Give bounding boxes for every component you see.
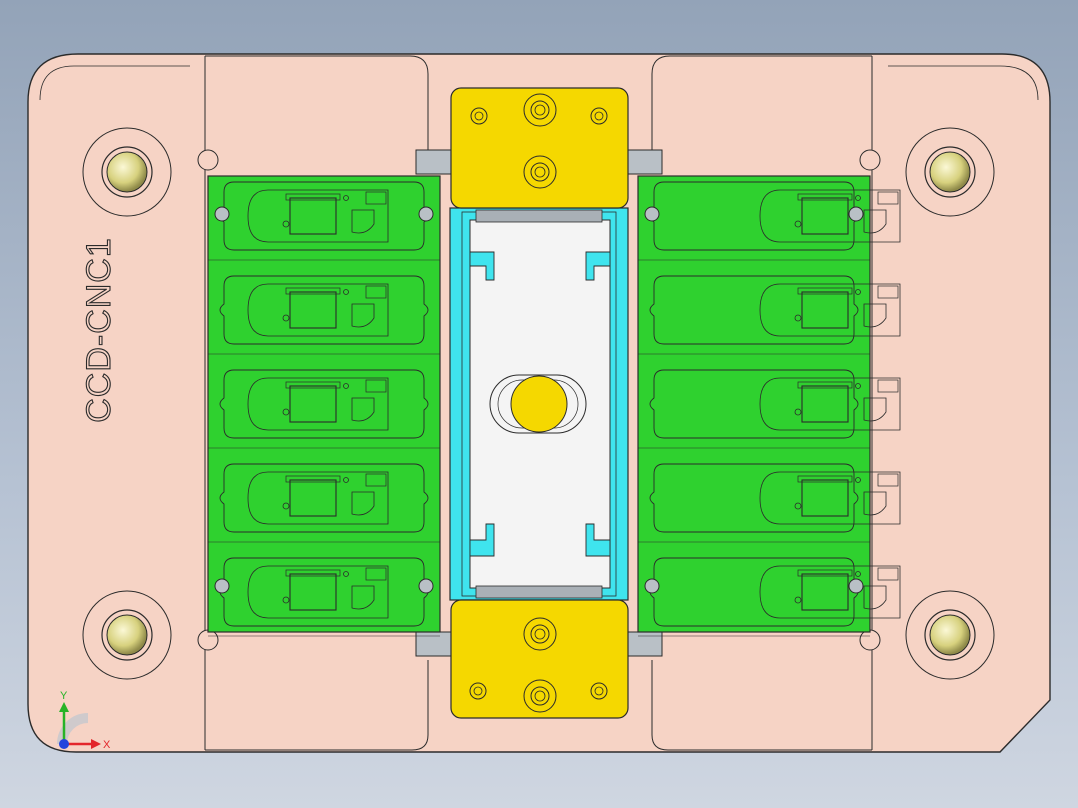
locating-pin (82, 590, 172, 680)
chip-pocket (801, 385, 849, 423)
bottom-clamp (450, 599, 629, 719)
chip-pocket (801, 573, 849, 611)
chip-pocket (289, 291, 337, 329)
fiducial-hole (418, 578, 434, 594)
chip-pocket (801, 479, 849, 517)
chip-pocket (289, 385, 337, 423)
x-axis-arrowhead (91, 739, 101, 749)
chip-pocket (801, 197, 849, 235)
fiducial-hole (644, 578, 660, 594)
fiducial-hole (644, 206, 660, 222)
pcb-board (208, 369, 440, 449)
axis-triad[interactable]: Y X (57, 690, 111, 751)
chip-pocket (801, 291, 849, 329)
pcb-board (208, 463, 440, 543)
chip-pocket (289, 197, 337, 235)
fiducial-hole (848, 206, 864, 222)
center-slot (449, 207, 629, 601)
locating-pin (82, 127, 172, 217)
locating-pins (82, 127, 995, 680)
pcb-board (208, 275, 440, 355)
z-axis-marker (59, 739, 69, 749)
pcb-board (638, 275, 901, 355)
engraved-part-label: CCD-CNC1 (80, 237, 118, 423)
locating-pin (905, 127, 995, 217)
y-axis-label: Y (60, 690, 68, 702)
pcb-board (638, 463, 901, 543)
chip-pocket (289, 573, 337, 611)
fiducial-hole (848, 578, 864, 594)
y-axis-arrowhead (59, 702, 69, 712)
fiducial-hole (214, 578, 230, 594)
top-clamp (450, 87, 629, 209)
fiducial-hole (418, 206, 434, 222)
locating-pin (905, 590, 995, 680)
fiducial-hole (214, 206, 230, 222)
pcb-board (638, 369, 901, 449)
pcb-panel-left (207, 175, 441, 637)
x-axis-label: X (103, 739, 111, 751)
pcb-panel-right (637, 175, 901, 637)
chip-pocket (289, 479, 337, 517)
